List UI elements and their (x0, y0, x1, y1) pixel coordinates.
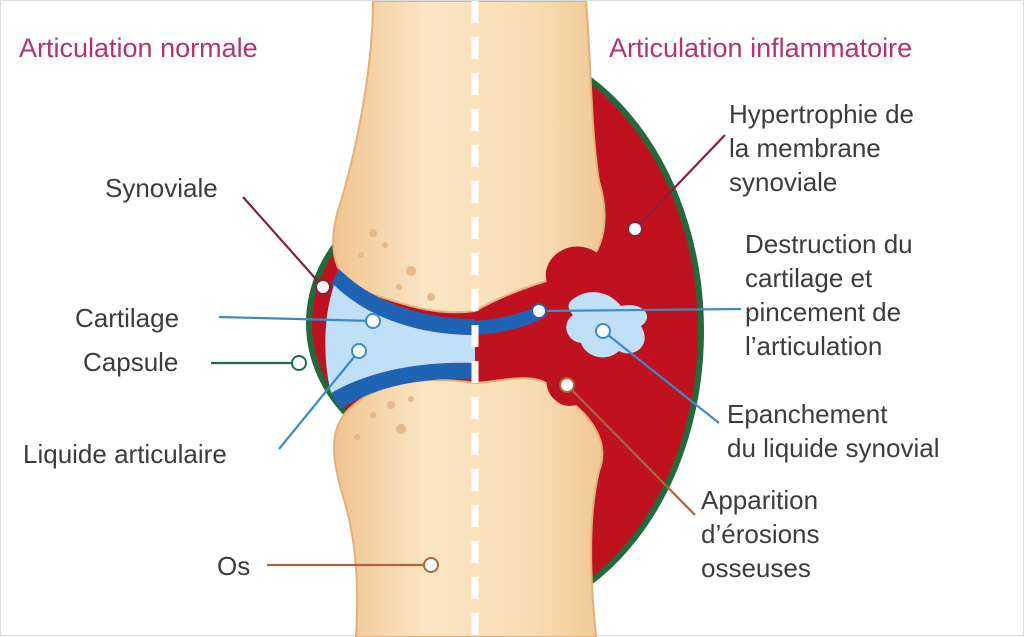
title-inflamed: Articulation inflammatoire (609, 33, 912, 63)
label-os: Os (217, 551, 250, 581)
cartilage-normal (325, 269, 475, 409)
destruction-line (538, 307, 742, 313)
epanchement-marker (595, 323, 611, 339)
label-destruction: Destruction du cartilage et pincement de… (745, 229, 920, 361)
liquide-marker (351, 343, 367, 359)
label-synoviale: Synoviale (105, 173, 218, 203)
label-epanchement: Epanchement du liquide synovial (727, 399, 939, 463)
hypertrophie-marker (627, 221, 643, 237)
destruction-marker (531, 303, 547, 319)
label-cartilage: Cartilage (75, 303, 179, 333)
title-normal: Articulation normale (19, 33, 258, 63)
synoviale-line (242, 196, 324, 288)
bone-texture (354, 229, 435, 440)
capsule-marker (291, 355, 307, 371)
liquide-line (278, 350, 360, 450)
cartilage-line (218, 315, 374, 323)
os-marker (423, 557, 439, 573)
hypertrophie-line (634, 134, 726, 230)
leader-lines (211, 134, 742, 567)
erosions-marker (559, 377, 575, 393)
erosions-line (566, 384, 696, 516)
erosion-upper (545, 246, 604, 290)
upper-bone (332, 1, 606, 314)
marker-dots (291, 221, 643, 573)
label-capsule: Capsule (83, 347, 178, 377)
epanchement-line (602, 330, 720, 424)
cartilage-marker (365, 313, 381, 329)
synoviale-marker (315, 279, 331, 295)
joint-fluid (325, 285, 475, 393)
label-liquide: Liquide articulaire (23, 439, 227, 469)
label-hypertrophie: Hypertrophie de la membrane synoviale (729, 99, 921, 197)
label-erosions: Apparition d’érosions osseuses (701, 485, 827, 583)
